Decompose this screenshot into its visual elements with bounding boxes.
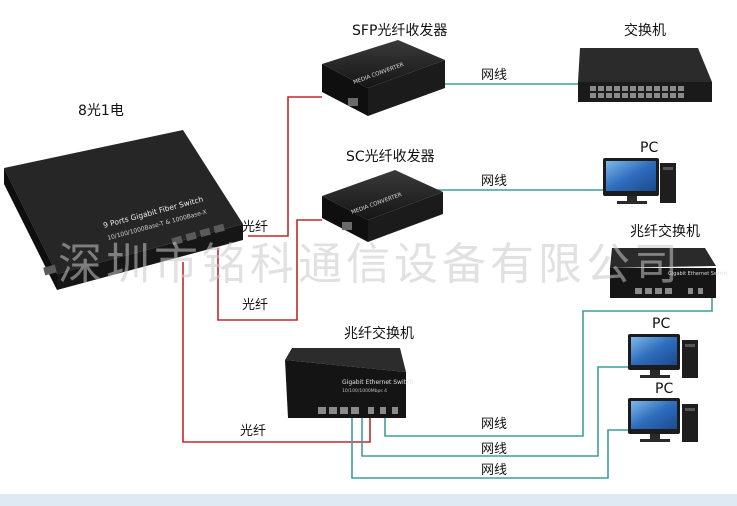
sc-port [342, 222, 352, 230]
switch-top [578, 48, 712, 102]
label-cable-1: 网线 [481, 68, 508, 83]
label-fiber-2: 光纤 [242, 298, 269, 313]
label-fiber-switch-bottom: 兆纤交换机 [344, 326, 414, 342]
label-pc-1: PC [640, 140, 659, 156]
label-fiber-3: 光纤 [240, 424, 267, 439]
bottom-bar [0, 494, 737, 506]
fiber-switch-right-face-text: Gigabit Ethernet Switch [668, 271, 727, 277]
fiber-line-sc [217, 219, 322, 321]
label-main-switch: 8光1电 [78, 103, 124, 119]
pc-3 [628, 398, 698, 442]
label-cable-4: 网线 [481, 442, 508, 457]
label-cable-2: 网线 [481, 174, 508, 189]
fiber-lines [182, 96, 371, 443]
fiber-line-sfp [248, 96, 322, 237]
fiber-line-bottom-switch [182, 262, 371, 443]
sfp-transceiver: MEDIA CONVERTER [322, 40, 445, 116]
cable-lines [351, 83, 713, 479]
fiber-switch-bottom-face-text-2: 10/100/1000Mbps 4 [342, 388, 387, 394]
sc-transceiver: MEDIA CONVERTER [322, 170, 443, 242]
fiber-switch-bottom-ports [318, 407, 398, 414]
label-pc-2: PC [652, 316, 671, 332]
label-fiber-1: 光纤 [242, 220, 269, 235]
cable-line-pc-3 [351, 418, 628, 479]
label-sfp-transceiver: SFP光纤收发器 [352, 23, 448, 39]
switch-top-ports [590, 86, 684, 98]
label-fiber-switch-right: 兆纤交换机 [630, 224, 700, 240]
pc-2 [628, 334, 698, 378]
sfp-port [348, 98, 358, 106]
cable-line-pc-2 [361, 366, 628, 457]
main-switch-ports [43, 223, 225, 276]
main-switch: 9 Ports Gigabit Fiber Switch 10/100/1000… [4, 130, 243, 290]
fiber-switch-right-ports [635, 288, 703, 294]
label-cable-3: 网线 [481, 417, 508, 432]
label-pc-3: PC [655, 381, 674, 397]
cable-line-fiber-switch-right [384, 290, 713, 437]
label-switch-top: 交换机 [624, 23, 666, 39]
fiber-switch-bottom-face-text-1: Gigabit Ethernet Switch [342, 379, 413, 386]
pc-1 [603, 158, 676, 204]
fiber-switch-bottom: Gigabit Ethernet Switch 10/100/1000Mbps … [285, 348, 413, 418]
label-cable-5: 网线 [481, 463, 508, 478]
fiber-switch-right: Gigabit Ethernet Switch [610, 248, 727, 298]
label-sc-transceiver: SC光纤收发器 [346, 149, 435, 165]
